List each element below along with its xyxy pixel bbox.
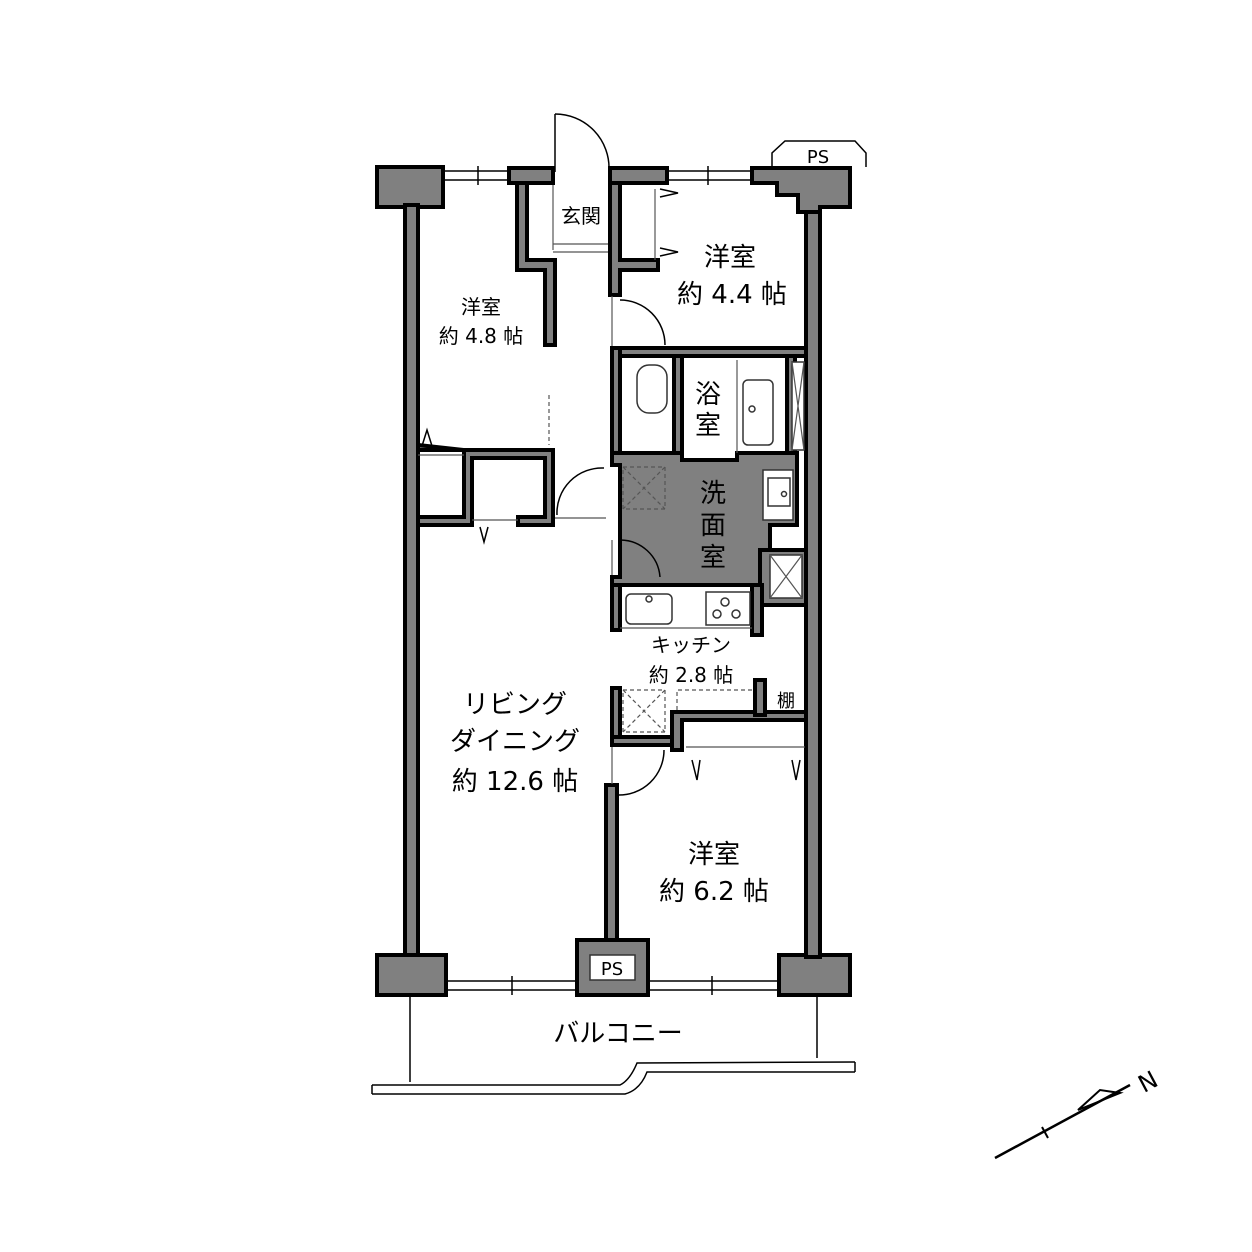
- window-bottom-right: [648, 976, 779, 995]
- ps-bottom-box: [589, 954, 636, 981]
- fixtures: [418, 188, 805, 796]
- bath-label-2: 室: [695, 411, 721, 441]
- shelf-label: 棚: [777, 691, 795, 712]
- room-western-1-area: 約 4.8 帖: [439, 324, 524, 348]
- window-top-left: [443, 166, 509, 185]
- window-bottom-left: [446, 976, 577, 995]
- ps-bottom-label: PS: [601, 959, 623, 980]
- compass-north-label: N: [1134, 1065, 1163, 1098]
- balcony-outline: [371, 995, 856, 1095]
- room-western-1-name: 洋室: [461, 295, 501, 319]
- entrance-door: [552, 113, 610, 253]
- room-western-3-area: 約 6.2 帖: [659, 877, 769, 907]
- washroom-label-3: 室: [700, 543, 726, 573]
- kitchen-area: 約 2.8 帖: [649, 663, 734, 687]
- walls: [375, 165, 852, 997]
- room-western-2-area: 約 4.4 帖: [677, 280, 787, 310]
- ps-top-label: PS: [807, 147, 829, 168]
- room-western-2-name: 洋室: [704, 243, 756, 273]
- window-top-right: [667, 166, 752, 185]
- entrance-label: 玄関: [561, 204, 601, 228]
- room-western-3-name: 洋室: [688, 840, 740, 870]
- ps-top-box: [771, 140, 867, 167]
- balcony-label: バルコニー: [553, 1019, 682, 1049]
- living-name-1: リビング: [463, 690, 567, 720]
- living-name-2: ダイニング: [450, 727, 580, 757]
- washroom-label-2: 面: [700, 511, 726, 541]
- kitchen-name: キッチン: [651, 633, 731, 657]
- compass-icon: [994, 1083, 1131, 1160]
- bath-label-1: 浴: [695, 380, 721, 410]
- living-area: 約 12.6 帖: [452, 767, 578, 797]
- washroom-label-1: 洗: [700, 479, 726, 509]
